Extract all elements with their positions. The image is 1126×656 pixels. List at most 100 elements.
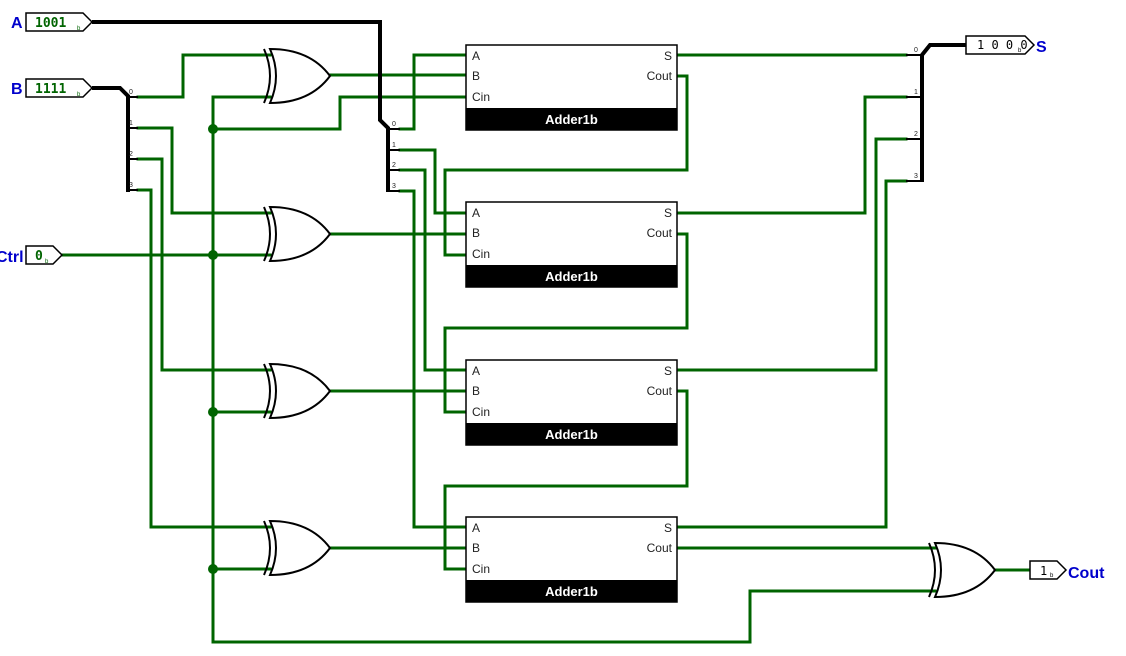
input-pin-b-label: B (11, 81, 23, 98)
adder-blocks: ABCinSCoutAdder1bABCinSCoutAdder1bABCinS… (465, 44, 678, 603)
wire-carry0 (443, 74, 689, 257)
bus-s (920, 43, 966, 182)
input-pin-a-radix: b (77, 26, 81, 32)
output-pin-cout-label: Cout (1068, 565, 1105, 582)
splitter-a-bit-2: 2 (392, 162, 396, 169)
input-pin-a[interactable]: A 1001 b (11, 12, 94, 32)
input-pin-ctrl-label: Ctrl (0, 249, 24, 266)
splitter-spoke (128, 96, 138, 191)
splitter-a-bit-1: 1 (392, 142, 396, 149)
wire-ctrl-cin0 (211, 95, 468, 131)
adder1b-title: Adder1b (545, 427, 598, 442)
splitter-spoke (388, 128, 400, 192)
input-pin-b-radix: b (77, 92, 81, 98)
splitter-a-bit-0: 0 (392, 121, 396, 128)
junctions (208, 124, 218, 574)
xor-gate-body (933, 541, 997, 599)
adder-port-s: S (664, 49, 672, 63)
input-pin-a-value: 1001 (35, 16, 66, 31)
output-pin-cout-body (1029, 560, 1068, 580)
output-pin-s-body (965, 35, 1036, 55)
junction-dot (208, 564, 218, 574)
output-pin-s-radix: b (1018, 48, 1022, 54)
adder-port-s: S (664, 206, 672, 220)
wire-carry2 (443, 389, 689, 571)
splitter-s-bit-0: 0 (914, 47, 918, 54)
adder-port-cin: Cin (472, 405, 490, 419)
wire-b0 (136, 53, 272, 99)
adder-port-b: B (472, 384, 480, 398)
adder1b-title-bar (466, 108, 677, 130)
adder-port-cout: Cout (647, 541, 673, 555)
splitter-a-bit-3: 3 (392, 183, 396, 190)
adder1b-title-bar (466, 580, 677, 602)
adder-port-a: A (472, 364, 480, 378)
input-pin-ctrl-body[interactable] (25, 245, 64, 265)
adder-port-a: A (472, 49, 480, 63)
input-pin-ctrl-value: 0 (35, 249, 43, 264)
splitter-s-bit-2: 2 (914, 131, 918, 138)
xor-gate[interactable] (928, 541, 997, 599)
splitter-s-bit-3: 3 (914, 173, 918, 180)
splitter-b-bit-2: 2 (129, 151, 133, 158)
wire-a1 (398, 148, 468, 215)
wire-a0 (398, 53, 468, 131)
bus-b (92, 86, 130, 192)
adder1b-title-bar (466, 265, 677, 287)
xor-gate-back-curve (928, 542, 936, 598)
input-pin-b-value: 1111 (35, 82, 66, 97)
output-pin-cout-radix: b (1050, 573, 1054, 579)
adder1b-title: Adder1b (545, 112, 598, 127)
junction-dot (208, 124, 218, 134)
adder-port-cout: Cout (647, 226, 673, 240)
adder1b-title: Adder1b (545, 269, 598, 284)
splitter-spoke (906, 54, 922, 182)
splitter-b-bit-1: 1 (129, 120, 133, 127)
adder1b-title-bar (466, 423, 677, 445)
xor-gate-back-curve (263, 48, 271, 104)
input-pin-b[interactable]: B 1111 b (11, 78, 94, 98)
adder-port-s: S (664, 364, 672, 378)
input-pin-a-label: A (11, 15, 23, 32)
wire-carry1 (443, 232, 689, 414)
wire-b1 (136, 126, 272, 215)
wire-b3 (136, 188, 272, 529)
xor-gate[interactable] (263, 362, 332, 420)
junction-dot (208, 250, 218, 260)
input-pin-b-body[interactable] (25, 78, 94, 98)
wire-s3 (675, 179, 908, 529)
splitter-s-bit-1: 1 (914, 89, 918, 96)
adder-port-b: B (472, 69, 480, 83)
xor-gate[interactable] (263, 519, 332, 577)
output-pin-cout: 1 b Cout (1029, 560, 1105, 582)
splitter-bit-labels: 0 1 2 3 0 1 2 3 0 1 2 3 (129, 47, 918, 190)
adder1b-title: Adder1b (545, 584, 598, 599)
output-pin-s: 1 0 0 0 b S (965, 35, 1047, 56)
adder-port-b: B (472, 226, 480, 240)
wire-a2 (398, 168, 468, 372)
input-pin-ctrl[interactable]: Ctrl 0 b (0, 245, 64, 266)
adder-port-a: A (472, 521, 480, 535)
xor-gate-body (268, 519, 332, 577)
input-pin-a-body[interactable] (25, 12, 94, 32)
xor-gate[interactable] (263, 47, 332, 105)
adder-port-cout: Cout (647, 69, 673, 83)
adder-port-cin: Cin (472, 90, 490, 104)
xor-gate[interactable] (263, 205, 332, 263)
adder-port-a: A (472, 206, 480, 220)
wire-s2 (675, 137, 908, 372)
xor-gate-body (268, 47, 332, 105)
adder-port-b: B (472, 541, 480, 555)
splitter-b-bit-0: 0 (129, 89, 133, 96)
splitter-b-bit-3: 3 (129, 182, 133, 189)
xor-gates (263, 47, 997, 599)
adder-port-cin: Cin (472, 247, 490, 261)
wire-s1 (675, 95, 908, 215)
xor-gate-body (268, 362, 332, 420)
wires (60, 53, 1032, 644)
